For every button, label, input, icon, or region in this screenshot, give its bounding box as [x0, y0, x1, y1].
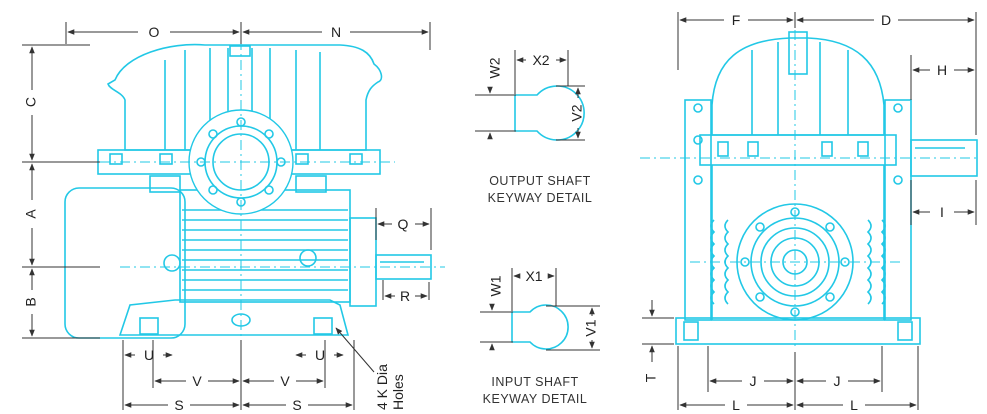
- dim-B: B: [23, 297, 39, 306]
- side-body: [711, 165, 885, 321]
- side-view: [640, 30, 980, 350]
- foot-pad-left: [139, 317, 159, 335]
- side-dimensions: F D H I T J J L L: [642, 12, 977, 413]
- drain-plug: [299, 249, 317, 267]
- input-keyway-detail: W1 X1 V1 INPUT SHAFT KEYWAY DETAIL: [480, 268, 600, 406]
- dim-D: D: [881, 12, 891, 28]
- foot-pad-right: [313, 317, 333, 335]
- dim-L-left: L: [732, 397, 740, 413]
- dim-O: O: [149, 24, 160, 40]
- output-caption-line1: OUTPUT SHAFT: [489, 174, 591, 188]
- dim-U-right: U: [315, 347, 325, 363]
- dim-U-left: U: [144, 347, 154, 363]
- cooling-fins: [182, 209, 348, 291]
- base-plate: [118, 299, 350, 336]
- side-breather: [788, 31, 808, 75]
- front-view: [64, 40, 445, 345]
- side-cover: [64, 187, 186, 339]
- side-plug: [163, 254, 181, 272]
- output-shaft-section: [514, 85, 585, 141]
- holes-note-line1: 4 K Dia: [374, 364, 390, 410]
- dim-F: F: [732, 12, 741, 28]
- input-shaft-section: [511, 304, 569, 350]
- breather: [229, 45, 251, 57]
- side-base: [675, 317, 921, 345]
- side-rib-right: [884, 99, 912, 321]
- dim-H: H: [937, 62, 947, 78]
- dim-V1: V1: [583, 319, 599, 336]
- dim-X2: X2: [532, 52, 549, 68]
- holes-note-line2: Holes: [390, 374, 406, 410]
- dim-L-right: L: [850, 397, 858, 413]
- dim-J-left: J: [750, 373, 757, 389]
- output-caption-line2: KEYWAY DETAIL: [488, 191, 593, 205]
- front-dimensions: O N C A B Q R U U: [22, 22, 432, 413]
- dim-V2: V2: [569, 104, 585, 121]
- holes-leader: [335, 327, 375, 373]
- dim-V-left: V: [192, 373, 202, 389]
- dim-X1: X1: [525, 268, 542, 284]
- dim-T: T: [643, 373, 659, 382]
- dim-V-right: V: [280, 373, 290, 389]
- upper-housing: [107, 43, 383, 151]
- dim-W2: W2: [487, 57, 503, 78]
- side-dome: [711, 37, 885, 136]
- dim-Q: Q: [398, 216, 409, 232]
- dim-N: N: [331, 24, 341, 40]
- dim-S-left: S: [174, 397, 183, 413]
- side-rib-left: [684, 99, 712, 321]
- dim-A: A: [23, 209, 39, 219]
- side-flange: [699, 134, 897, 166]
- dim-J-right: J: [834, 373, 841, 389]
- input-caption-line2: KEYWAY DETAIL: [483, 392, 588, 406]
- dim-R: R: [400, 288, 410, 304]
- output-keyway-detail: W2 X2 V2 OUTPUT SHAFT KEYWAY DETAIL: [475, 50, 592, 205]
- dim-W1: W1: [488, 275, 504, 296]
- dim-C: C: [23, 97, 39, 107]
- dim-S-right: S: [292, 397, 301, 413]
- input-caption-line1: INPUT SHAFT: [491, 375, 578, 389]
- side-output-shaft: [910, 139, 978, 177]
- input-flange: [349, 217, 377, 307]
- dim-I: I: [940, 204, 944, 220]
